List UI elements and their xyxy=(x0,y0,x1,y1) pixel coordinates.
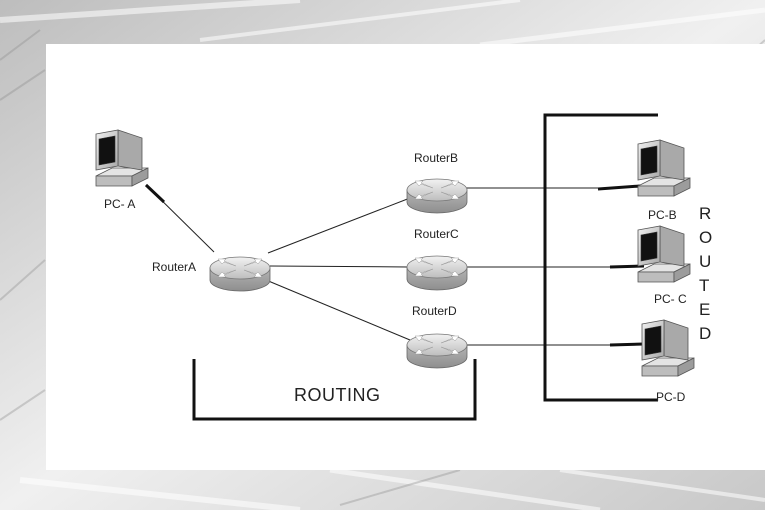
router-d-label: RouterD xyxy=(412,304,457,318)
routed-letter: D xyxy=(699,324,711,343)
link-routera-routerd xyxy=(265,279,411,341)
routed-letter: O xyxy=(699,228,712,247)
pc-a-label: PC- A xyxy=(104,197,135,211)
pc-c-icon xyxy=(637,225,691,283)
routing-label: ROUTING xyxy=(294,385,381,405)
router-a-label: RouterA xyxy=(152,260,196,274)
router-c-label: RouterC xyxy=(414,227,459,241)
routed-letter: T xyxy=(699,276,709,295)
link-routera-routerb xyxy=(267,197,411,254)
pc-d-icon xyxy=(641,319,695,377)
routed-letter: E xyxy=(699,300,710,319)
router-a-icon xyxy=(209,256,271,292)
routing-bracket xyxy=(192,359,477,421)
router-b-label: RouterB xyxy=(414,151,458,165)
pc-d-label: PC-D xyxy=(656,390,686,404)
routed-letter: U xyxy=(699,252,711,271)
pc-b-label: PC-B xyxy=(648,208,677,222)
pc-a-icon xyxy=(95,129,149,187)
link-routera-routerc xyxy=(269,265,409,268)
router-c-icon xyxy=(406,255,468,291)
pc-b-icon xyxy=(637,139,691,197)
routed-letter: R xyxy=(699,204,711,223)
router-b-icon xyxy=(406,178,468,214)
routed-bracket xyxy=(543,113,658,402)
routed-label: R O U T E D xyxy=(699,204,712,343)
cable-stubs xyxy=(144,183,645,347)
pc-c-label: PC- C xyxy=(654,292,687,306)
router-d-icon xyxy=(406,333,468,369)
